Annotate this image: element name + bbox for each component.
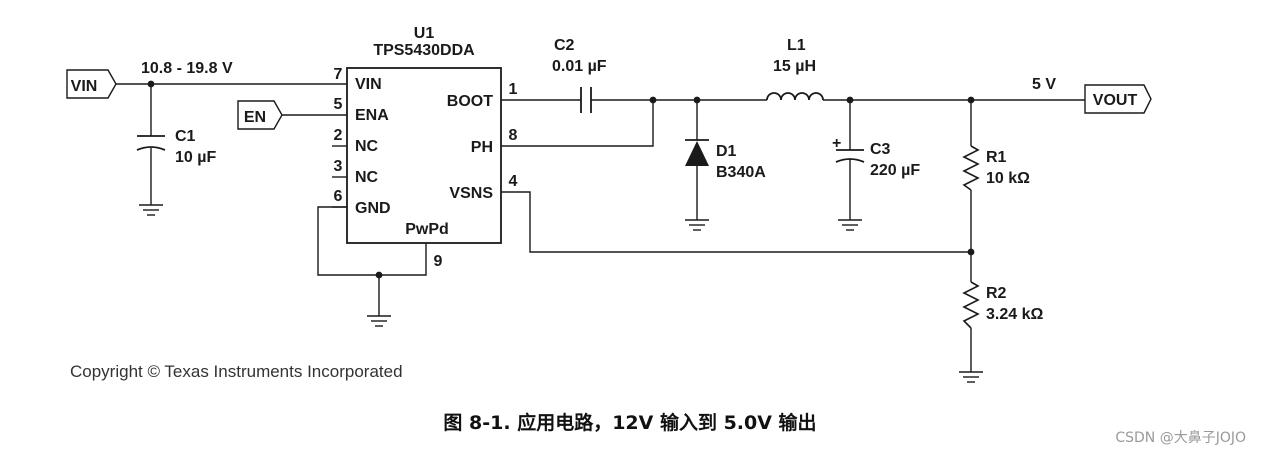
watermark-text: CSDN @大鼻子JOJO — [1115, 429, 1246, 446]
pin-num-9: 9 — [434, 253, 443, 270]
c2-ref: C2 — [554, 37, 575, 54]
r1-value: 10 kΩ — [986, 170, 1030, 187]
r2-value: 3.24 kΩ — [986, 306, 1043, 323]
d1-ref: D1 — [716, 143, 737, 160]
ground-r2 — [959, 371, 983, 383]
capacitor-c1: C1 10 µF — [136, 128, 216, 166]
pin-name-ena: ENA — [355, 107, 389, 124]
pin-num-5: 5 — [334, 96, 343, 113]
capacitor-c3: + C3 220 µF — [832, 135, 920, 179]
port-vin: VIN — [66, 69, 117, 99]
pin-num-1: 1 — [509, 81, 518, 98]
c1-value: 10 µF — [175, 149, 216, 166]
pin-name-boot: BOOT — [447, 93, 493, 110]
c1-ref: C1 — [175, 128, 196, 145]
pin-num-2: 2 — [334, 127, 343, 144]
pin-name-nc-3: NC — [355, 169, 379, 186]
l1-ref: L1 — [787, 37, 806, 54]
resistor-r2: R2 3.24 kΩ — [962, 281, 1043, 329]
resistor-r1: R1 10 kΩ — [962, 145, 1030, 191]
pin-name-gnd: GND — [355, 200, 391, 217]
pin-num-7: 7 — [334, 66, 343, 83]
copyright-text: Copyright © Texas Instruments Incorporat… — [70, 362, 403, 381]
wires — [116, 83, 1085, 372]
inductor-l1: L1 15 µH — [766, 37, 824, 101]
pin-name-pwpd: PwPd — [405, 221, 449, 238]
ground-d1 — [685, 219, 709, 231]
figure-caption: 图 8-1. 应用电路，12V 输入到 5.0V 输出 — [443, 411, 816, 434]
d1-value: B340A — [716, 164, 766, 181]
r2-ref: R2 — [986, 285, 1007, 302]
port-en: EN — [237, 100, 283, 130]
ic-ref: U1 — [414, 25, 435, 42]
pin-name-vsns: VSNS — [449, 185, 493, 202]
port-vout-label: VOUT — [1093, 92, 1138, 109]
junctions — [147, 80, 975, 279]
port-en-label: EN — [244, 109, 266, 126]
pin-name-vin: VIN — [355, 76, 382, 93]
r1-ref: R1 — [986, 149, 1007, 166]
ground-ic — [367, 315, 391, 327]
l1-value: 15 µH — [773, 58, 816, 75]
pin-name-nc-2: NC — [355, 138, 379, 155]
ground-c3 — [838, 219, 862, 231]
output-voltage-label: 5 V — [1032, 76, 1056, 93]
capacitor-c2: C2 0.01 µF — [552, 37, 607, 113]
port-vout: VOUT — [1084, 84, 1152, 114]
pin-num-4: 4 — [509, 173, 518, 190]
pin-num-8: 8 — [509, 127, 518, 144]
diode-d1: D1 B340A — [685, 139, 766, 181]
port-vin-label: VIN — [71, 78, 98, 95]
ground-c1 — [139, 204, 163, 216]
c3-value: 220 µF — [870, 162, 920, 179]
c2-value: 0.01 µF — [552, 58, 607, 75]
ic-part: TPS5430DDA — [373, 42, 475, 59]
ic-u1: U1 TPS5430DDA VIN 7 ENA 5 NC 2 NC 3 GND … — [334, 25, 518, 270]
pin-name-ph: PH — [471, 139, 493, 156]
pin-num-3: 3 — [334, 158, 343, 175]
c3-polarity: + — [832, 135, 841, 152]
input-range-label: 10.8 - 19.8 V — [141, 60, 233, 77]
pin-num-6: 6 — [334, 188, 343, 205]
c3-ref: C3 — [870, 141, 891, 158]
